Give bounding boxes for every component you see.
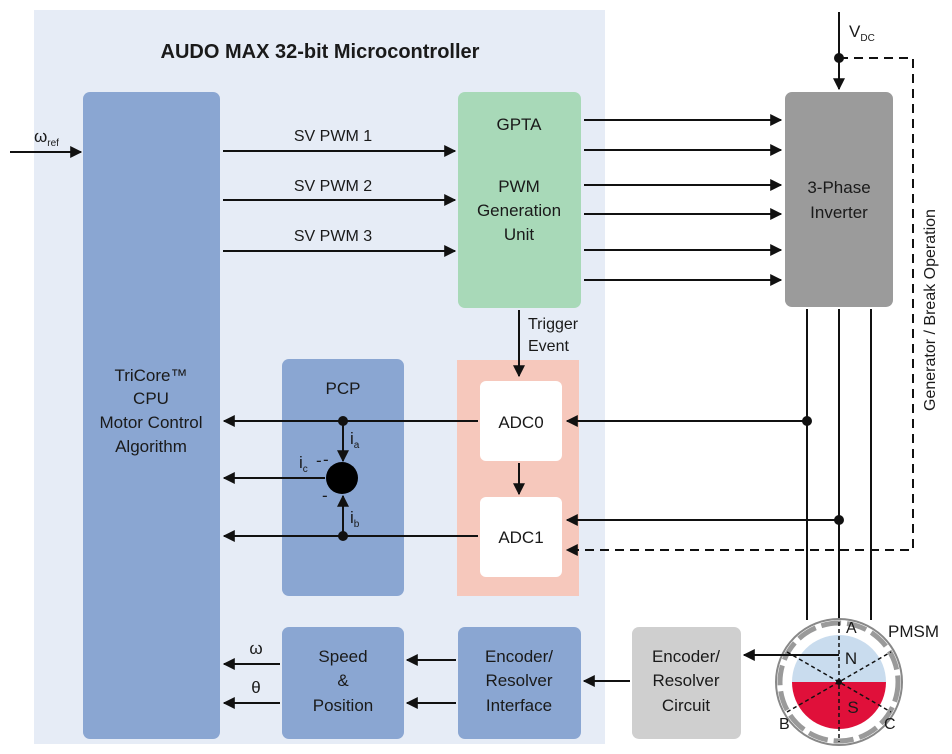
south-pole: [792, 682, 886, 729]
generator-dashed-line: [565, 57, 914, 556]
sv-pwm-2-label: SV PWM 2: [294, 178, 372, 195]
inverter-block: [785, 92, 893, 307]
ib-minus: -: [322, 486, 328, 505]
cpu-label-2: CPU: [133, 389, 169, 408]
summing-node: [326, 462, 358, 494]
ia-minus: -: [323, 450, 329, 469]
cpu-label-1: TriCore™: [114, 366, 187, 385]
pmsm-label: PMSM: [888, 622, 939, 641]
omega-ref-label: ωref: [34, 127, 59, 149]
omega-out-label: ω: [249, 639, 262, 658]
inverter-label-2: Inverter: [810, 203, 868, 222]
enc-if-label-1: Encoder/: [485, 647, 553, 666]
enc-circ-label-2: Resolver: [652, 671, 719, 690]
gpta-block: [458, 92, 581, 308]
trigger-label-1: Trigger: [528, 316, 579, 333]
theta-out-label: θ: [251, 678, 260, 697]
encoder-interface-block: [458, 627, 581, 739]
sense-junction-2: [834, 515, 844, 525]
encoder-circuit-block: [632, 627, 741, 739]
pcp-label: PCP: [326, 379, 361, 398]
gpta-label-2: PWM: [498, 177, 540, 196]
speed-position-block: [282, 627, 404, 739]
ia-label: ia: [350, 429, 360, 451]
phase-a-label: A: [846, 620, 857, 637]
sv-pwm-3-label: SV PWM 3: [294, 228, 372, 245]
gpta-label-1: GPTA: [496, 115, 542, 134]
enc-circ-label-3: Circuit: [662, 696, 710, 715]
cpu-label-3: Motor Control: [100, 413, 203, 432]
south-label: S: [847, 698, 858, 717]
enc-if-label-3: Interface: [486, 696, 552, 715]
gpta-label-4: Unit: [504, 225, 535, 244]
speed-label-1: Speed: [318, 647, 367, 666]
inverter-label-1: 3-Phase: [807, 178, 870, 197]
mcu-title: AUDO MAX 32-bit Microcontroller: [161, 41, 480, 63]
sense-junction-1: [802, 416, 812, 426]
cpu-label-4: Algorithm: [115, 437, 187, 456]
pmsm-motor: [775, 618, 903, 746]
gpta-label-3: Generation: [477, 201, 561, 220]
speed-label-3: Position: [313, 696, 373, 715]
sv-pwm-1-label: SV PWM 1: [294, 128, 372, 145]
ib-label: ib: [350, 508, 360, 530]
ic-minus: -: [316, 451, 322, 470]
ic-label: ic: [299, 453, 308, 475]
phase-b-label: B: [779, 716, 790, 733]
adc1-label: ADC1: [498, 528, 543, 547]
trigger-label-2: Event: [528, 338, 569, 355]
enc-if-label-2: Resolver: [485, 671, 552, 690]
phase-c-label: C: [884, 716, 896, 733]
adc0-label: ADC0: [498, 413, 543, 432]
adc1-block: [480, 497, 562, 577]
speed-label-2: &: [337, 671, 349, 690]
enc-circ-label-1: Encoder/: [652, 647, 720, 666]
side-label: Generator / Break Operation: [922, 209, 939, 411]
adc0-block: [480, 381, 562, 461]
vdc-label: VDC: [849, 22, 875, 44]
cpu-block: [83, 92, 220, 739]
north-label: N: [845, 649, 857, 668]
